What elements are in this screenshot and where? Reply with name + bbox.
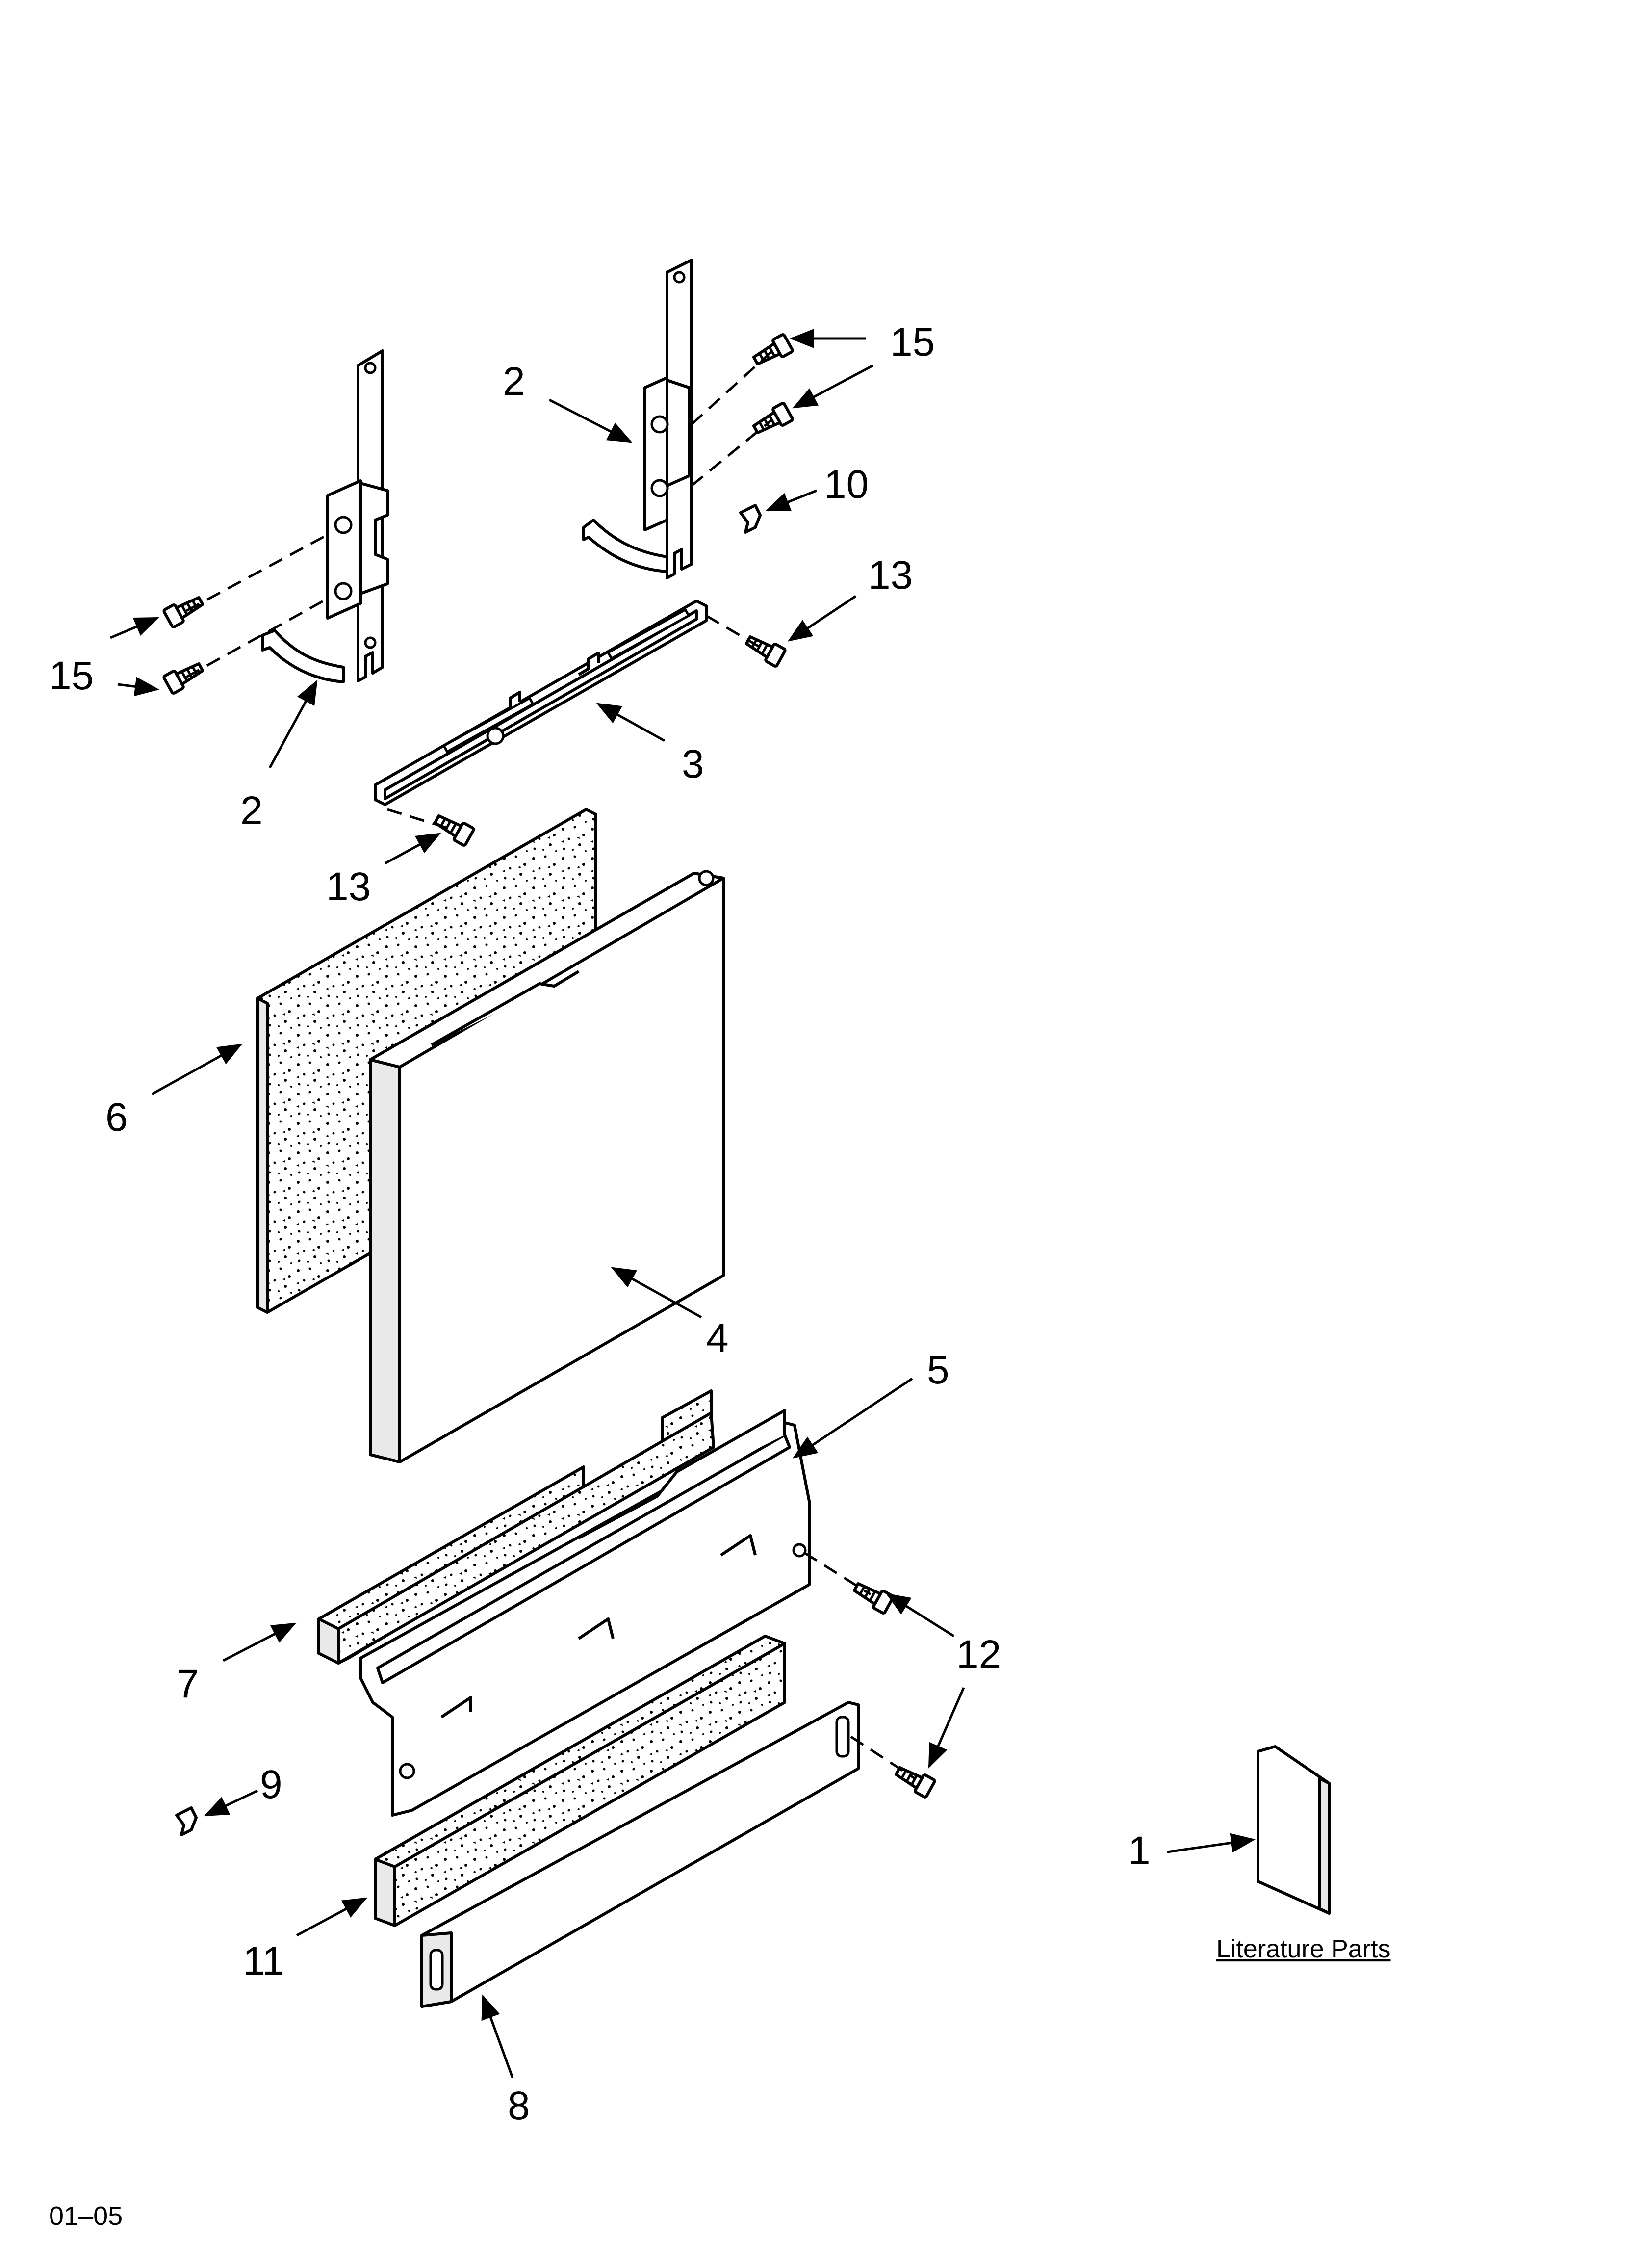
callout-10: 10: [824, 462, 869, 507]
screw-15-left-upper: [162, 596, 205, 628]
screw-13-right: [744, 635, 787, 668]
outer-door-panel: [369, 870, 725, 1463]
base-trim-bracket: [359, 1409, 811, 1817]
callout-9: 9: [260, 1762, 282, 1807]
callout-12: 12: [956, 1632, 1001, 1677]
callout-15-left: 15: [49, 653, 94, 698]
callout-4: 4: [706, 1316, 729, 1360]
left-hinge-bracket: [261, 349, 389, 683]
clip-9: [175, 1806, 198, 1836]
screw-13-left: [433, 814, 475, 847]
callout-1: 1: [1128, 1828, 1151, 1873]
literature-parts-label: Literature Parts: [1216, 1935, 1391, 1963]
leader-lines: [110, 329, 1256, 2078]
callout-11: 11: [243, 1939, 284, 1983]
cross-brace: [374, 600, 708, 806]
screw-15-left-lower: [162, 662, 205, 695]
callout-2-left: 2: [240, 788, 263, 833]
page-code: 01–05: [49, 2201, 123, 2231]
callout-3: 3: [682, 742, 704, 786]
screw-12-upper: [852, 1582, 895, 1615]
kick-plate: [420, 1701, 860, 2008]
callout-13-top: 13: [868, 553, 913, 598]
callout-2-top: 2: [503, 359, 525, 404]
callout-7: 7: [177, 1662, 199, 1706]
callout-5: 5: [927, 1348, 949, 1392]
assembly-lines: [185, 350, 916, 1780]
lower-insulation-block: [374, 1635, 786, 1927]
callout-8: 8: [508, 2084, 530, 2128]
upper-base-insulation: [317, 1389, 715, 1665]
literature-booklet: [1257, 1745, 1331, 1915]
clip-10: [739, 504, 762, 534]
callout-13-left: 13: [326, 864, 371, 909]
callout-6: 6: [105, 1095, 128, 1140]
right-hinge-bracket: [582, 259, 693, 579]
callout-15-top: 15: [890, 320, 935, 365]
